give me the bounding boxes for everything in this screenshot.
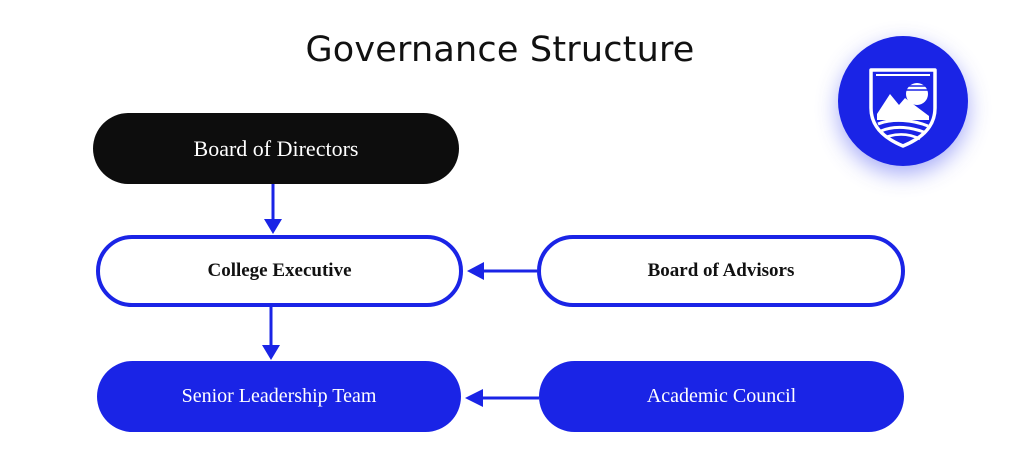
node-senior-leadership-team: Senior Leadership Team [97, 361, 461, 432]
shield-crest-icon [838, 36, 968, 166]
node-label: Academic Council [646, 385, 797, 407]
arrow-board-to-executive [264, 184, 282, 234]
arrow-advisors-to-executive [467, 262, 537, 280]
node-label: Board of Advisors [647, 260, 795, 281]
node-academic-council: Academic Council [539, 361, 904, 432]
node-college-executive: College Executive [96, 235, 463, 307]
node-board-of-directors: Board of Directors [93, 113, 459, 184]
node-label: College Executive [207, 260, 352, 281]
node-label: Senior Leadership Team [181, 385, 377, 407]
arrow-academic-to-slt [465, 389, 539, 407]
diagram-title: Governance Structure [305, 30, 695, 70]
node-label: Board of Directors [193, 135, 359, 161]
arrow-executive-to-slt [262, 307, 280, 360]
node-board-of-advisors: Board of Advisors [537, 235, 905, 307]
